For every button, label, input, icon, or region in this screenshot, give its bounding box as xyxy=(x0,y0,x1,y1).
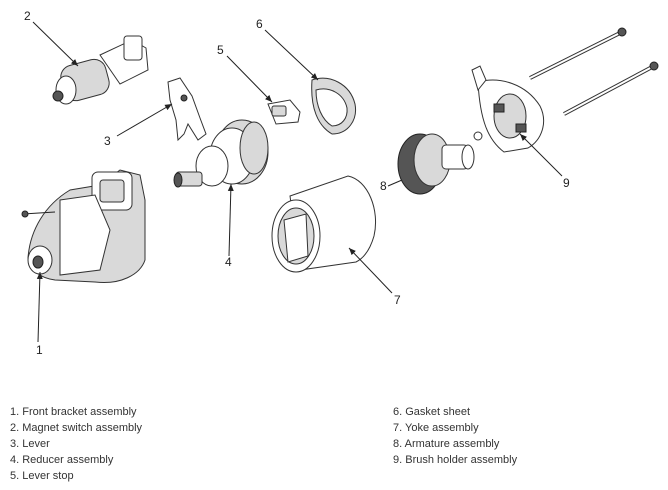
callout-6: 6 xyxy=(256,17,263,31)
callout-9: 9 xyxy=(563,176,570,190)
lever xyxy=(167,77,207,142)
legend-right: 6. Gasket sheet 7. Yoke assembly 8. Arma… xyxy=(393,404,517,468)
legend-item: 6. Gasket sheet xyxy=(393,406,471,418)
lever-stop xyxy=(267,99,301,125)
starter-exploded-diagram: 1 2 3 4 5 6 7 8 9 xyxy=(21,9,659,357)
legend-item: 2. Magnet switch assembly xyxy=(10,422,143,434)
legend-item: 8. Armature assembly xyxy=(393,438,500,450)
callout-7: 7 xyxy=(394,293,401,307)
reducer-assembly xyxy=(173,119,269,188)
brush-holder-assembly xyxy=(471,65,544,153)
legend-left: 1. Front bracket assembly 2. Magnet swit… xyxy=(10,404,142,484)
leader-lines xyxy=(32,21,563,343)
front-bracket-assembly xyxy=(21,169,146,284)
callout-5: 5 xyxy=(217,43,224,57)
legend-item: 9. Brush holder assembly xyxy=(393,454,518,466)
legend-item: 7. Yoke assembly xyxy=(393,422,479,434)
callout-2: 2 xyxy=(24,9,31,23)
legend-item: 3. Lever xyxy=(10,438,50,450)
callout-3: 3 xyxy=(104,134,111,148)
yoke-assembly xyxy=(271,175,376,273)
callout-8: 8 xyxy=(380,179,387,193)
callout-4: 4 xyxy=(225,255,232,269)
through-bolt-lower xyxy=(563,61,659,116)
magnet-switch-assembly xyxy=(52,35,149,105)
gasket-sheet xyxy=(311,77,357,135)
armature-assembly xyxy=(387,131,483,195)
through-bolt-upper xyxy=(529,27,627,80)
legend-item: 5. Lever stop xyxy=(10,470,74,482)
legend-item: 1. Front bracket assembly xyxy=(10,406,137,418)
legend-item: 4. Reducer assembly xyxy=(10,454,114,466)
callout-1: 1 xyxy=(36,343,43,357)
